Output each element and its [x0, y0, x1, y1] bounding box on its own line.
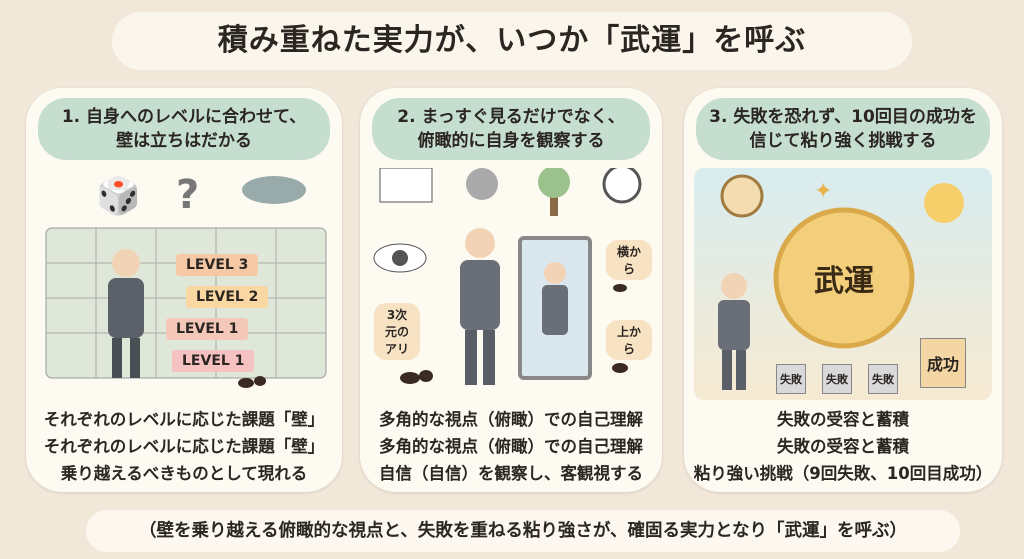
top-view-label: 上から — [606, 320, 652, 360]
businessman-icon — [460, 228, 500, 385]
clock-icon — [602, 164, 642, 204]
header-line: 2. まっすぐ見るだけでなく、 — [397, 107, 625, 127]
tree-icon — [538, 166, 570, 216]
caption-line: 失敗の受容と蓄積 — [777, 410, 909, 429]
sparkle-icon: ✦ — [814, 179, 832, 204]
caption-line: 多角的な視点（俯瞰）での自己理解 — [379, 437, 643, 456]
caption-line: 粘り強い挑戦（9回失敗、10回目成功） — [693, 464, 993, 483]
panel-persistence: 3. 失敗を恐れず、10回目の成功を信じて粘り強く挑戦する ✦ 武運 失敗 失敗… — [684, 88, 1002, 492]
panel-header: 3. 失敗を恐れず、10回目の成功を信じて粘り強く挑戦する — [696, 98, 990, 160]
header-line: 1. 自身へのレベルに合わせて、 — [61, 107, 307, 127]
cloud-icon — [242, 176, 306, 204]
panel-header: 1. 自身へのレベルに合わせて、壁は立ちはだかる — [38, 98, 330, 160]
ant-3d-label: 3次元のアリ — [374, 303, 420, 360]
fail-block: 失敗 — [776, 364, 806, 394]
fail-block: 失敗 — [822, 364, 852, 394]
wall-illustration: 🎲 ? LEVEL 3 LEVEL 2 LEVEL 1 LEVEL 1 — [36, 168, 332, 400]
summary-banner: （壁を乗り越える俯瞰的な視点と、失敗を重ねる粘り強さが、確固る実力となり「武運」… — [86, 510, 960, 552]
businessman-icon — [718, 273, 750, 390]
book-icon — [379, 167, 433, 203]
sun-icon — [924, 183, 964, 223]
caption-line: それぞれのレベルに応じた課題「壁」 — [43, 410, 325, 429]
question-icon: ? — [176, 172, 199, 218]
coin-icon — [773, 207, 915, 349]
caption-line: 多角的な視点（俯瞰）での自己理解 — [379, 410, 643, 429]
header-line: 壁は立ちはだかる — [116, 131, 252, 151]
caption-line: 失敗の受容と蓄積 — [777, 437, 909, 456]
panel-caption: 失敗の受容と蓄積失敗の受容と蓄積粘り強い挑戦（9回失敗、10回目成功） — [684, 406, 1002, 487]
caption-line: 自信（自信）を観察し、客観視する — [379, 464, 643, 483]
ant-icon — [400, 284, 628, 384]
panel-levels: 1. 自身へのレベルに合わせて、壁は立ちはだかる 🎲 ? LEVEL 3 LEV… — [26, 88, 342, 492]
level-label: LEVEL 1 — [172, 350, 255, 372]
mirror-illustration: 3次元のアリ 横から 上から — [370, 164, 652, 400]
level-label: LEVEL 3 — [176, 254, 259, 276]
caption-line: それぞれのレベルに応じた課題「壁」 — [43, 437, 325, 456]
fail-block: 失敗 — [868, 364, 898, 394]
level-label: LEVEL 2 — [186, 286, 269, 308]
businessman-icon — [108, 249, 144, 378]
success-block: 成功 — [920, 338, 967, 388]
header-line: 3. 失敗を恐れず、10回目の成功を — [709, 107, 977, 127]
panel-caption: 多角的な視点（俯瞰）での自己理解多角的な視点（俯瞰）での自己理解自信（自信）を観… — [360, 406, 662, 487]
header-line: 信じて粘り強く挑戦する — [749, 131, 937, 151]
gear-icon — [466, 168, 498, 200]
buun-label: 武運 — [814, 264, 874, 299]
panel-caption: それぞれのレベルに応じた課題「壁」それぞれのレベルに応じた課題「壁」乗り越えるべ… — [26, 406, 342, 487]
side-view-label: 横から — [606, 240, 652, 280]
dice-icon: 🎲 — [96, 175, 141, 217]
header-line: 俯瞰的に自身を観察する — [417, 131, 605, 151]
page-title: 積み重ねた実力が、いつか「武運」を呼ぶ — [112, 12, 912, 70]
coin-illustration: ✦ 武運 失敗 失敗 失敗 成功 — [694, 168, 992, 400]
compass-icon — [720, 174, 764, 218]
panel-header: 2. まっすぐ見るだけでなく、俯瞰的に自身を観察する — [372, 98, 650, 160]
caption-line: 乗り越えるべきものとして現れる — [60, 464, 308, 483]
panel-perspective: 2. まっすぐ見るだけでなく、俯瞰的に自身を観察する 3次元のアリ 横から 上か… — [360, 88, 662, 492]
level-label: LEVEL 1 — [166, 318, 249, 340]
ant-icon — [238, 376, 266, 388]
